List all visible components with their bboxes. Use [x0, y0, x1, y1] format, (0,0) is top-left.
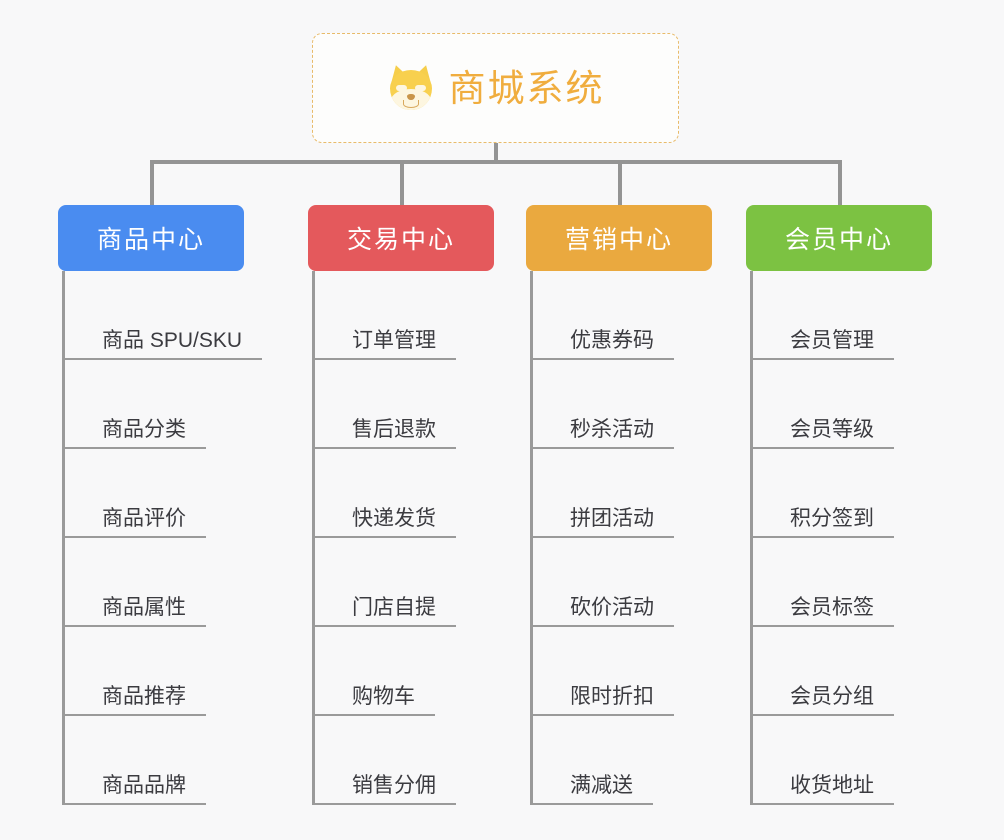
- leaf-label: 积分签到: [790, 506, 874, 530]
- leaf-item[interactable]: 会员管理: [746, 271, 932, 360]
- leaf-label: 优惠券码: [570, 328, 654, 352]
- leaf-label: 商品属性: [102, 595, 186, 619]
- branch-trunk-4: [750, 271, 753, 805]
- leaf-item[interactable]: 优惠券码: [526, 271, 712, 360]
- leaf-label: 会员标签: [790, 595, 874, 619]
- leaf-label: 满减送: [570, 773, 633, 797]
- leaf-label: 门店自提: [352, 595, 436, 619]
- branch-header-1[interactable]: 商品中心: [58, 205, 244, 271]
- leaf-label: 会员等级: [790, 417, 874, 441]
- leaf-item[interactable]: 拼团活动: [526, 449, 712, 538]
- branch-header-2[interactable]: 交易中心: [308, 205, 494, 271]
- branch-trunk-2: [312, 271, 315, 805]
- leaf-label: 商品品牌: [102, 773, 186, 797]
- leaf-item[interactable]: 商品评价: [58, 449, 244, 538]
- shiba-dog-face-icon: [386, 62, 435, 111]
- root-stem-connector: [494, 143, 498, 162]
- leaf-label: 售后退款: [352, 417, 436, 441]
- leaf-label: 商品分类: [102, 417, 186, 441]
- shiba-eye-right: [414, 85, 426, 91]
- shiba-eye-left: [395, 85, 407, 91]
- leaf-list-1: 商品 SPU/SKU 商品分类 商品评价 商品属性 商品推荐 商品品牌: [58, 271, 263, 805]
- leaf-item[interactable]: 限时折扣: [526, 627, 712, 716]
- leaf-item[interactable]: 积分签到: [746, 449, 932, 538]
- leaf-label: 秒杀活动: [570, 417, 654, 441]
- drop-connector-3: [618, 160, 622, 206]
- leaf-item[interactable]: 秒杀活动: [526, 360, 712, 449]
- leaf-item[interactable]: 收货地址: [746, 716, 932, 805]
- leaf-item[interactable]: 满减送: [526, 716, 712, 805]
- leaf-label: 会员分组: [790, 684, 874, 708]
- shiba-mouth: [402, 100, 419, 108]
- leaf-list-3: 优惠券码 秒杀活动 拼团活动 砍价活动 限时折扣 满减送: [526, 271, 712, 805]
- leaf-label: 会员管理: [790, 328, 874, 352]
- leaf-label: 限时折扣: [570, 684, 654, 708]
- branch-column-1: 商品中心 商品 SPU/SKU 商品分类 商品评价 商品属性 商品推荐 商品品牌: [58, 205, 263, 805]
- leaf-list-4: 会员管理 会员等级 积分签到 会员标签 会员分组 收货地址: [746, 271, 932, 805]
- leaf-item[interactable]: 快递发货: [308, 449, 494, 538]
- leaf-item[interactable]: 商品 SPU/SKU: [58, 271, 263, 360]
- branch-header-label-1: 商品中心: [96, 226, 205, 254]
- leaf-label: 拼团活动: [570, 506, 654, 530]
- branch-header-label-2: 交易中心: [346, 226, 455, 254]
- branch-header-label-3: 营销中心: [564, 226, 673, 254]
- leaf-item[interactable]: 商品推荐: [58, 627, 244, 716]
- leaf-item[interactable]: 商品属性: [58, 538, 244, 627]
- leaf-label: 购物车: [352, 684, 415, 708]
- leaf-label: 砍价活动: [570, 595, 654, 619]
- leaf-label: 快递发货: [352, 506, 436, 530]
- bus-bar-connector: [150, 160, 840, 164]
- branch-column-2: 交易中心 订单管理 售后退款 快递发货 门店自提 购物车 销售分佣: [308, 205, 494, 805]
- leaf-item[interactable]: 砍价活动: [526, 538, 712, 627]
- leaf-list-2: 订单管理 售后退款 快递发货 门店自提 购物车 销售分佣: [308, 271, 494, 805]
- leaf-item[interactable]: 会员等级: [746, 360, 932, 449]
- leaf-label: 订单管理: [352, 328, 436, 352]
- leaf-item[interactable]: 商品品牌: [58, 716, 244, 805]
- leaf-label: 商品评价: [102, 506, 186, 530]
- leaf-item[interactable]: 售后退款: [308, 360, 494, 449]
- leaf-label: 销售分佣: [352, 773, 436, 797]
- drop-connector-4: [838, 160, 842, 206]
- shiba-head: [389, 70, 432, 110]
- leaf-item[interactable]: 商品分类: [58, 360, 244, 449]
- leaf-label: 商品推荐: [102, 684, 186, 708]
- branch-trunk-1: [62, 271, 65, 805]
- drop-connector-2: [400, 160, 404, 206]
- leaf-item[interactable]: 门店自提: [308, 538, 494, 627]
- branch-trunk-3: [530, 271, 533, 805]
- branch-column-3: 营销中心 优惠券码 秒杀活动 拼团活动 砍价活动 限时折扣 满减送: [526, 205, 712, 805]
- leaf-label: 商品 SPU/SKU: [102, 328, 243, 352]
- branch-header-3[interactable]: 营销中心: [526, 205, 712, 271]
- shiba-nose: [406, 94, 415, 100]
- leaf-item[interactable]: 会员标签: [746, 538, 932, 627]
- drop-connector-1: [150, 160, 154, 206]
- branch-column-4: 会员中心 会员管理 会员等级 积分签到 会员标签 会员分组 收货地址: [746, 205, 932, 805]
- leaf-label: 收货地址: [790, 773, 874, 797]
- leaf-item[interactable]: 订单管理: [308, 271, 494, 360]
- leaf-item[interactable]: 购物车: [308, 627, 494, 716]
- leaf-item[interactable]: 销售分佣: [308, 716, 494, 805]
- root-title: 商城系统: [448, 67, 605, 109]
- leaf-item[interactable]: 会员分组: [746, 627, 932, 716]
- root-node[interactable]: 商城系统: [312, 33, 679, 143]
- branch-header-label-4: 会员中心: [784, 226, 893, 254]
- branch-header-4[interactable]: 会员中心: [746, 205, 932, 271]
